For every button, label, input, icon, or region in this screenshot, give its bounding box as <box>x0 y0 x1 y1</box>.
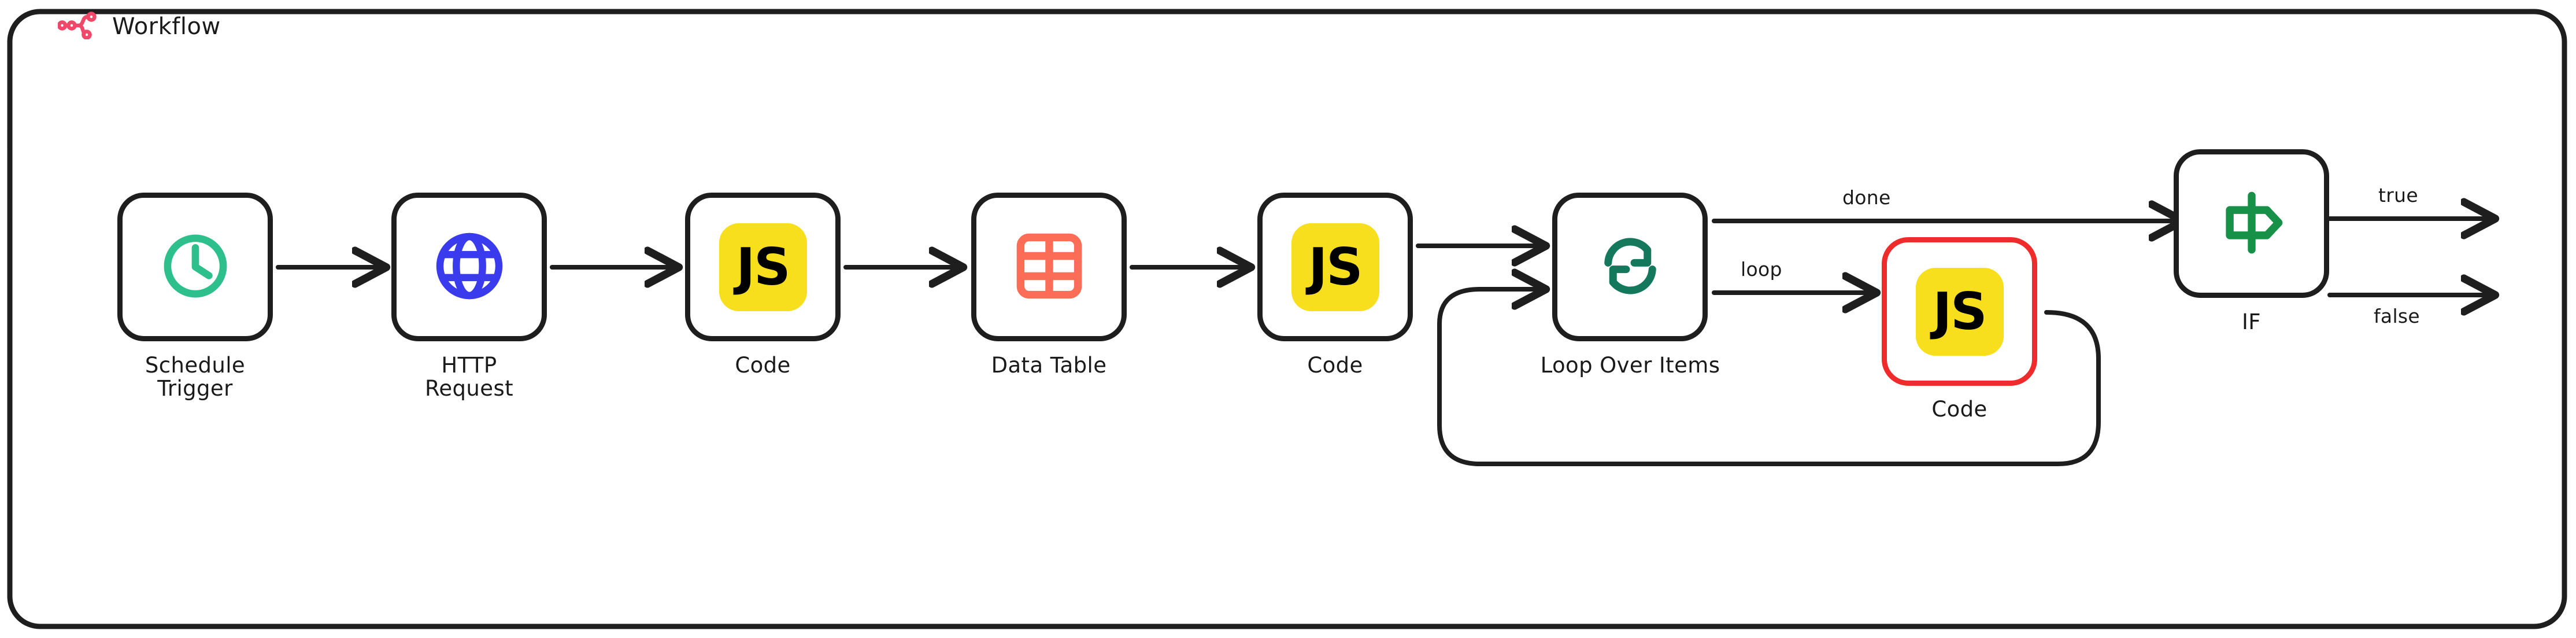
node-label-schedule-trigger: Schedule Trigger <box>145 353 246 401</box>
node-if[interactable] <box>2174 149 2329 298</box>
signpost-icon <box>2211 182 2292 265</box>
edge-label-true: true <box>2378 184 2418 206</box>
node-schedule-trigger[interactable] <box>117 193 273 341</box>
clock-icon <box>157 228 234 307</box>
edge-code3-loopback-to-loop <box>1437 289 2101 466</box>
node-label-http-request: HTTP Request <box>424 353 514 401</box>
node-label-loop-over-items: Loop Over Items <box>1540 353 1720 378</box>
loop-refresh-icon <box>1591 227 1670 308</box>
node-label-data-table: Data Table <box>991 353 1107 378</box>
edge-label-loop: loop <box>1741 258 1782 281</box>
node-label-code-1: Code <box>735 353 791 378</box>
node-label-code-2: Code <box>1307 353 1363 378</box>
globe-icon <box>430 227 509 308</box>
node-code-2[interactable]: JS <box>1257 193 1413 341</box>
node-code-3[interactable]: JS <box>1882 237 2037 386</box>
js-icon: JS <box>1291 223 1379 311</box>
js-icon: JS <box>1915 267 2004 356</box>
node-code-1[interactable]: JS <box>685 193 841 341</box>
edge-label-false: false <box>2374 305 2420 327</box>
workflow-title-text: Workflow <box>112 13 221 40</box>
edge-label-done: done <box>1842 186 1891 209</box>
workflow-frame-title: Workflow <box>57 8 221 45</box>
node-data-table[interactable] <box>971 193 1127 341</box>
table-icon <box>1009 226 1090 309</box>
node-http-request[interactable] <box>391 193 547 341</box>
node-label-if: IF <box>2242 309 2261 334</box>
node-loop-over-items[interactable] <box>1552 193 1708 341</box>
workflow-icon <box>57 12 97 42</box>
js-icon: JS <box>719 223 807 311</box>
node-label-code-3: Code <box>1931 397 1987 422</box>
